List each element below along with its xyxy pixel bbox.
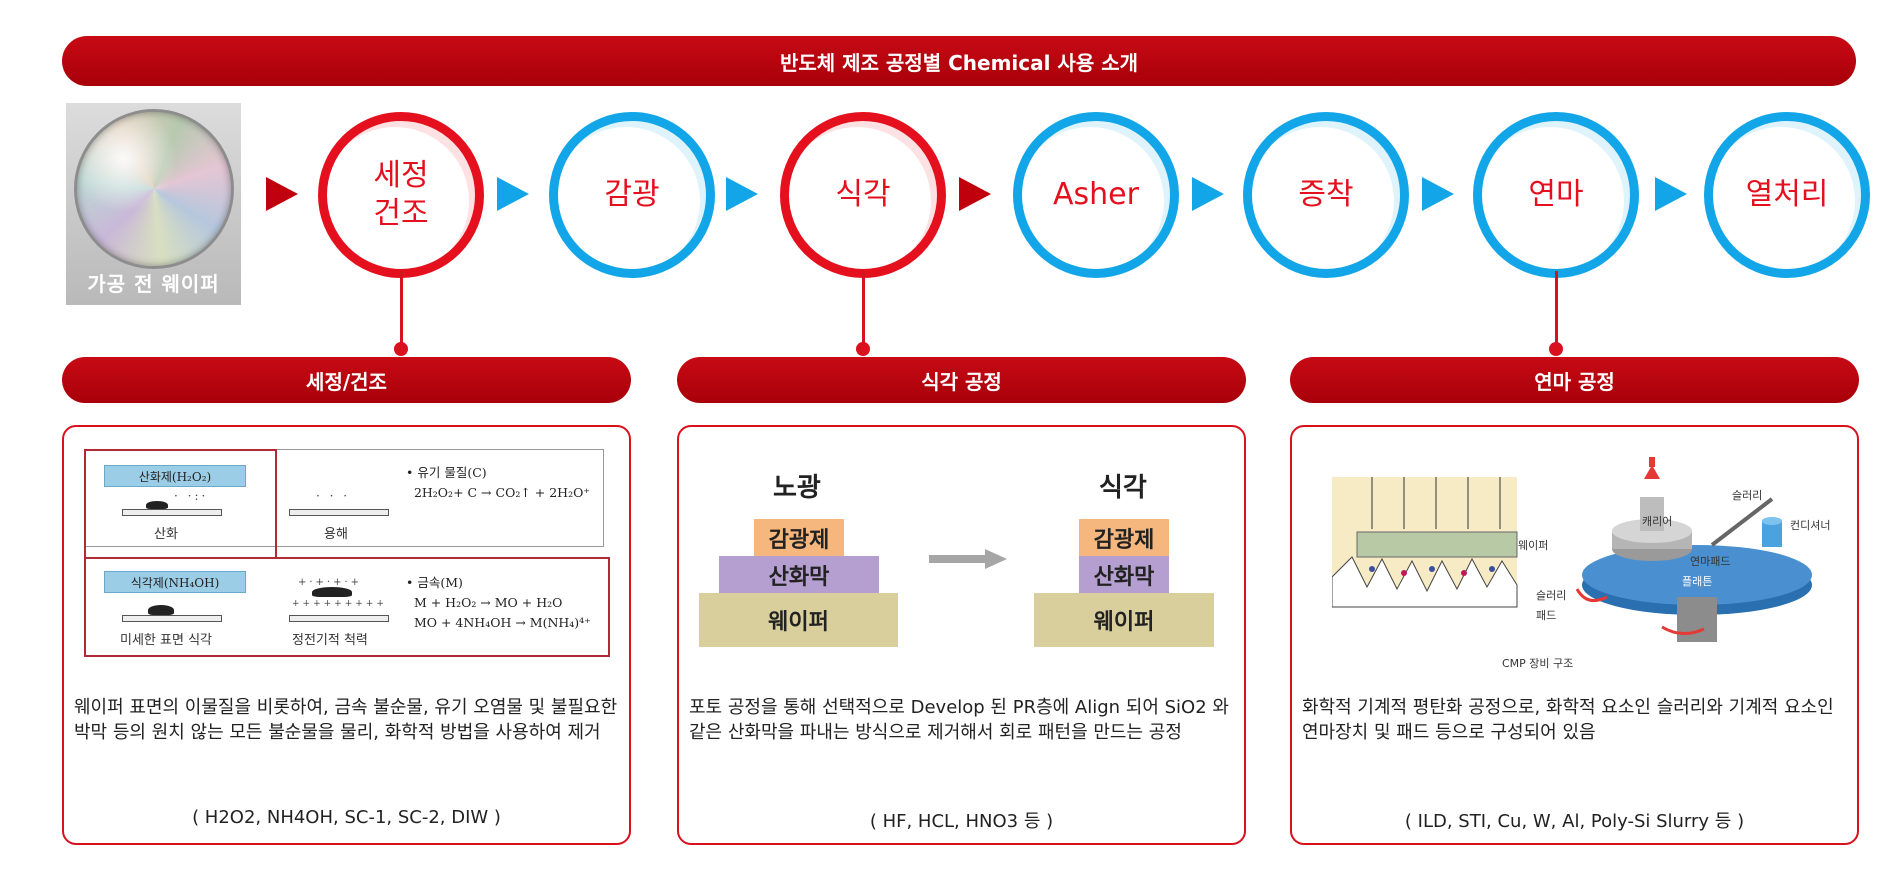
flow-arrow-icon [1192, 177, 1224, 211]
etching-description: 포토 공정을 통해 선택적으로 Develop 된 PR층에 Align 되어 … [689, 697, 1229, 743]
oxidation-label: 산화 [154, 527, 178, 542]
process-arrow-icon [929, 549, 1007, 569]
oxidation-highlight [84, 449, 277, 557]
step-photo: 감광 [549, 112, 715, 278]
wafer-plate [289, 509, 389, 516]
connector-dot [1549, 342, 1563, 356]
cleaning-description: 웨이퍼 표면의 이물질을 비롯하여, 금속 불순물, 유기 오염물 및 불필요한… [74, 697, 618, 743]
oxidizer-tag: 산화제(H₂O₂) [104, 465, 246, 487]
cmp-caption: CMP 장비 구조 [1502, 657, 1574, 670]
section-header-etching: 식각 공정 [677, 357, 1246, 403]
section-header-cleaning: 세정/건조 [62, 357, 631, 403]
organic-equation: • 유기 물질(C) 2H₂O₂+ C → CO₂↑ + 2H₂O⁺ [406, 465, 590, 500]
wafer-plate [122, 615, 222, 622]
polishing-description: 화학적 기계적 평탄화 공정으로, 화학적 요소인 슬러리와 기계적 요소인 연… [1302, 697, 1834, 743]
card-etching: 노광 식각 감광제 산화막 웨이퍼 감광제 산화막 웨이퍼 포토 공정을 통해 … [677, 425, 1246, 845]
connector-line [400, 271, 403, 348]
wafer-disc [74, 109, 234, 269]
pr-layer: 감광제 [754, 519, 844, 556]
flow-arrow-icon [1422, 177, 1454, 211]
etching-chemicals: ( HF, HCL, HNO3 등 ) [869, 811, 1054, 832]
label-platen: 플래튼 [1682, 575, 1713, 588]
wafer-layer: 웨이퍼 [1034, 593, 1214, 647]
contaminant [148, 605, 174, 615]
particles: +·+·+·+ [298, 577, 363, 588]
cleaning-chemicals: ( H2O2, NH4OH, SC-1, SC-2, DIW ) [192, 807, 501, 828]
label-pad: 패드 [1536, 609, 1557, 622]
electrostatic-label: 정전기적 척력 [292, 633, 368, 648]
label-polishing-pad: 연마패드 [1690, 555, 1731, 568]
exposure-title: 노광 [773, 473, 821, 503]
page-title: 반도체 제조 공정별 Chemical 사용 소개 [62, 36, 1856, 86]
metal-box [84, 557, 610, 657]
wafer-plate [122, 509, 222, 516]
label-slurry: 슬러리 [1536, 589, 1567, 602]
step-polishing: 연마 [1473, 112, 1639, 278]
wafer-layer: 웨이퍼 [699, 593, 898, 647]
oxide-layer: 산화막 [1079, 556, 1169, 593]
flow-arrow-icon [959, 177, 991, 211]
oxide-layer: 산화막 [719, 556, 879, 593]
wafer-plate [289, 615, 389, 622]
flow-arrow-icon [266, 177, 298, 211]
cmp-diagram [1332, 457, 1812, 642]
connector-line [862, 271, 865, 348]
wafer-image: 가공 전 웨이퍼 [66, 103, 241, 305]
step-cleaning-drying: 세정 건조 [318, 112, 484, 278]
step-etching: 식각 [780, 112, 946, 278]
etch-title: 식각 [1099, 473, 1147, 503]
label-carrier: 캐리어 [1642, 515, 1673, 528]
card-polishing: 웨이퍼 슬러리 패드 캐리어 슬러리 컨디셔너 연마패드 플래튼 CMP 장비 … [1290, 425, 1859, 845]
connector-dot [394, 342, 408, 356]
step-deposition: 증착 [1243, 112, 1409, 278]
label-slurry-nozzle: 슬러리 [1732, 489, 1763, 502]
dissolution-label: 용해 [324, 527, 348, 542]
particles: +++++++++ [292, 599, 387, 609]
etchant-tag: 식각제(NH₄OH) [104, 571, 246, 593]
flow-arrow-icon [726, 177, 758, 211]
connector-dot [856, 342, 870, 356]
particles: · ·:· [174, 489, 209, 503]
polishing-chemicals: ( ILD, STI, Cu, W, Al, Poly-Si Slurry 등 … [1404, 811, 1745, 832]
card-cleaning: 산화제(H₂O₂) · ·:· 산화 · · · 용해 • 유기 물질(C) 2… [62, 425, 631, 845]
cleaning-diagram: 산화제(H₂O₂) · ·:· 산화 · · · 용해 • 유기 물질(C) 2… [84, 449, 612, 664]
contaminant [146, 501, 168, 509]
pr-layer: 감광제 [1079, 519, 1169, 556]
micro-etch-label: 미세한 표면 식각 [120, 633, 212, 648]
flow-arrow-icon [497, 177, 529, 211]
connector-line [1555, 271, 1558, 348]
step-annealing: 열처리 [1704, 112, 1870, 278]
label-wafer: 웨이퍼 [1518, 539, 1549, 552]
contaminant [312, 587, 352, 597]
metal-equation: • 금속(M) M + H₂O₂ → MO + H₂O MO + 4NH₄OH … [406, 575, 591, 630]
label-conditioner: 컨디셔너 [1790, 519, 1831, 532]
flow-arrow-icon [1655, 177, 1687, 211]
step-asher: Asher [1013, 112, 1179, 278]
wafer-label: 가공 전 웨이퍼 [87, 272, 220, 296]
particles: · · · [316, 489, 351, 503]
section-header-polishing: 연마 공정 [1290, 357, 1859, 403]
